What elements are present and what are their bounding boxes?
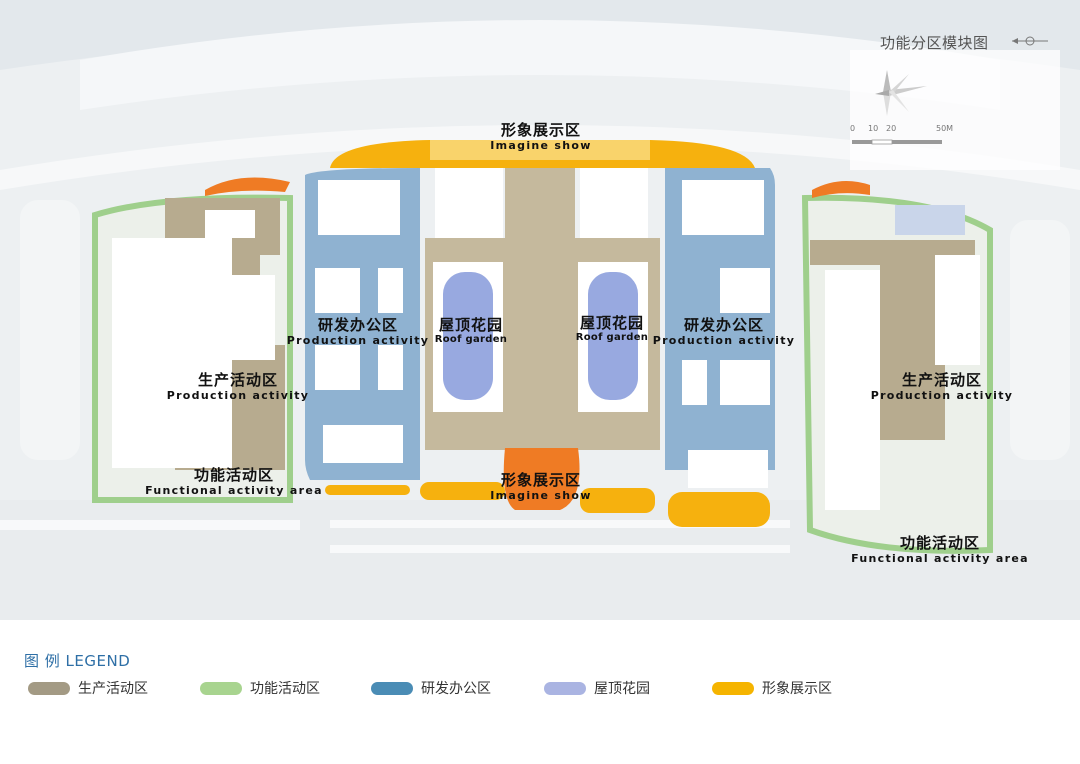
zone-label-production-left: 生产活动区 Production activity (166, 371, 310, 402)
south-road-lane (330, 545, 790, 553)
zone-label-zh: 功能活动区 (193, 466, 275, 484)
zone-label-functional-left: 功能活动区 Functional activity area (145, 466, 323, 497)
building (315, 345, 360, 390)
showcase-zone-bottom-center (503, 448, 580, 510)
building (378, 345, 403, 390)
legend-item-functional: 功能活动区 (200, 678, 320, 698)
zone-label-zh: 研发办公区 (683, 316, 764, 334)
building (895, 205, 965, 235)
zone-label-showcase-bottom: 形象展示区 Imagine show (490, 471, 592, 502)
zone-label-en: Roof garden (434, 334, 508, 345)
zone-label-en: Functional activity area (851, 552, 1029, 565)
zone-label-functional-right: 功能活动区 Functional activity area (851, 534, 1029, 565)
legend-swatch (712, 681, 754, 695)
zone-label-zh: 形象展示区 (500, 121, 582, 139)
building (825, 270, 880, 510)
scale-tick-label: 0 (850, 124, 856, 133)
building (323, 425, 403, 463)
zone-label-en: Roof garden (575, 332, 649, 343)
zone-label-zh: 生产活动区 (901, 371, 982, 389)
legend-label: 生产活动区 (78, 681, 148, 697)
river-band (0, 0, 1080, 70)
river-water (80, 20, 1000, 110)
west-parcel (20, 200, 80, 460)
zone-label-en: Production activity (286, 334, 430, 347)
building (720, 360, 770, 405)
scale-tick-label: 20 (886, 124, 897, 133)
showcase-zone-top-inner (430, 140, 650, 160)
building (112, 238, 232, 468)
site-plan-svg (0, 0, 1080, 620)
zone-label-roof-left: 屋顶花园 Roof garden (435, 318, 507, 345)
legend-title: 图 例 LEGEND (24, 652, 131, 670)
building (682, 180, 764, 235)
zone-label-en: Production activity (166, 389, 310, 402)
legend-item-roof-garden: 屋顶花园 (544, 678, 650, 698)
rd-zone-left (305, 168, 420, 480)
legend-item-production: 生产活动区 (28, 678, 148, 698)
zone-label-en: Imagine show (490, 489, 592, 502)
zone-label-zh: 屋顶花园 (438, 316, 504, 334)
zone-label-zh: 功能活动区 (899, 534, 981, 552)
showcase-zone-bottom (420, 482, 505, 500)
south-road-lane (330, 520, 790, 528)
building (720, 268, 770, 313)
zone-label-en: Production activity (870, 389, 1014, 402)
scale-tick-label: 50M (936, 124, 954, 133)
zone-label-zh: 屋顶花园 (579, 314, 645, 332)
scale-tick-label: 10 (868, 124, 879, 133)
south-road-lane (0, 520, 300, 530)
zone-label-en: Functional activity area (145, 484, 323, 497)
showcase-accent-left (205, 177, 290, 196)
building (580, 160, 648, 238)
building (935, 255, 980, 365)
zone-label-rd-right: 研发办公区 Production activity (652, 316, 796, 347)
site-plan-map: 形象展示区 Imagine show 研发办公区 Production acti… (0, 0, 1080, 620)
east-parcel (1010, 220, 1070, 460)
showcase-zone-bottom (668, 492, 770, 527)
legend-item-rd-office: 研发办公区 (371, 678, 491, 698)
legend-swatch (200, 681, 242, 695)
legend-swatch (371, 681, 413, 695)
compass-rose-icon (875, 70, 927, 116)
legend-swatch (544, 681, 586, 695)
map-title: 功能分区模块图 (880, 34, 989, 52)
showcase-zone-bottom (580, 488, 655, 513)
building (230, 275, 275, 360)
zone-label-en: Imagine show (490, 139, 592, 152)
roof-garden-right (588, 272, 638, 400)
zone-label-production-right: 生产活动区 Production activity (870, 371, 1014, 402)
curved-road (0, 125, 1080, 190)
zone-label-showcase-top: 形象展示区 Imagine show (490, 121, 592, 152)
showcase-accent-right (812, 181, 870, 198)
building (688, 450, 768, 488)
building (682, 360, 707, 405)
north-arrow-icon (1012, 36, 1048, 46)
zone-label-rd-left: 研发办公区 Production activity (286, 316, 430, 347)
legend-label: 研发办公区 (421, 681, 491, 697)
building (205, 210, 255, 238)
legend-item-showcase: 形象展示区 (712, 678, 832, 698)
legend-label: 屋顶花园 (594, 681, 650, 697)
zone-label-zh: 形象展示区 (500, 471, 582, 489)
zone-label-zh: 生产活动区 (197, 371, 278, 389)
building (378, 268, 403, 313)
building (435, 160, 503, 238)
zone-label-zh: 研发办公区 (317, 316, 398, 334)
showcase-zone-bottom-strip (325, 485, 410, 495)
zone-label-roof-right: 屋顶花园 Roof garden (576, 316, 648, 343)
legend: 图 例 LEGEND 生产活动区 功能活动区 研发办公区 屋顶花园 形象展示区 (0, 620, 1080, 764)
zone-label-en: Production activity (652, 334, 796, 347)
legend-swatch (28, 681, 70, 695)
building (315, 268, 360, 313)
building (318, 180, 400, 235)
scale-bar-graphic (852, 139, 942, 145)
legend-label: 形象展示区 (762, 681, 832, 697)
legend-label: 功能活动区 (250, 681, 320, 697)
title-backdrop (850, 50, 1060, 170)
production-zone-right (810, 240, 975, 440)
roof-garden-left (443, 272, 493, 400)
